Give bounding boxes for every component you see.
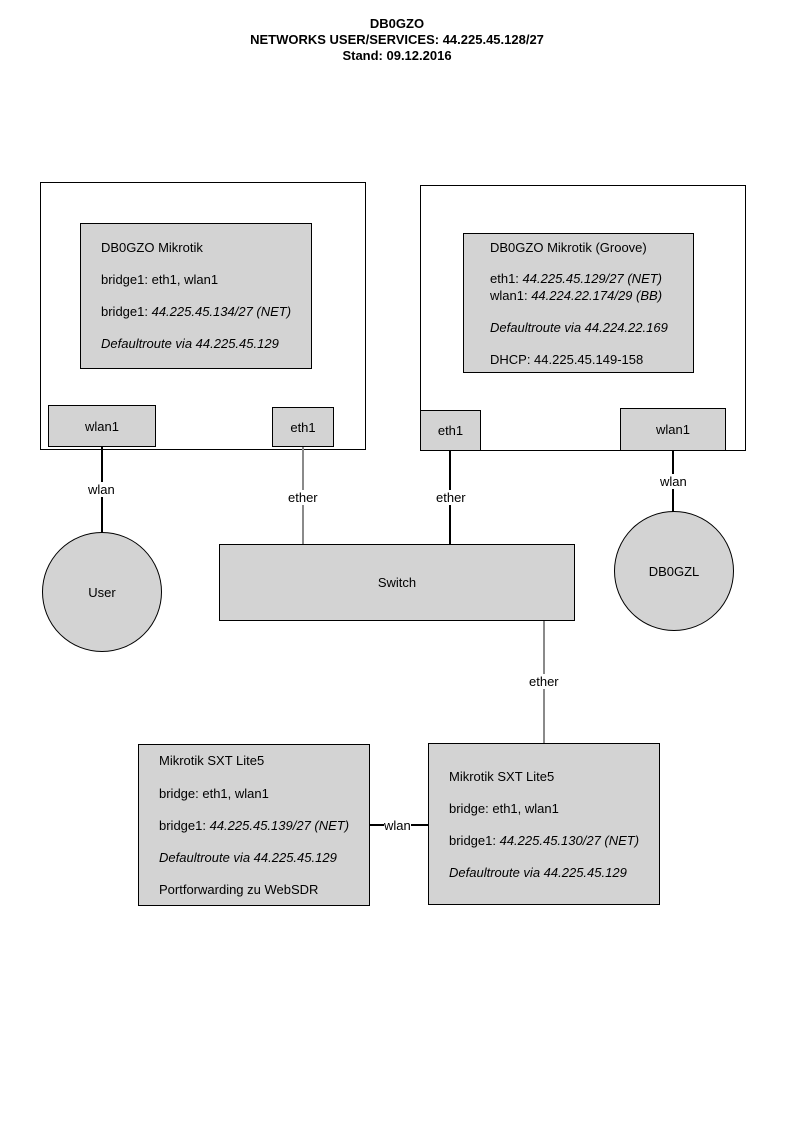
sxt-left-box: Mikrotik SXT Lite5 bridge: eth1, wlan1 b… [138, 744, 370, 906]
link-switch-sxt-label: ether [529, 674, 559, 689]
link-right-eth-label: ether [436, 490, 466, 505]
left-router-port-wlan1: wlan1 [48, 405, 156, 447]
right-router-wlan: wlan1: 44.224.22.174/29 (BB) [490, 288, 663, 303]
db0gzl-node: DB0GZL [614, 511, 734, 631]
left-router-port-eth1: eth1 [272, 407, 334, 447]
left-router-name: DB0GZO Mikrotik [101, 240, 203, 255]
diagram-title: DB0GZO [369, 16, 425, 31]
link-left-eth-label: ether [288, 490, 318, 505]
sxt-left-ip: bridge1: 44.225.45.139/27 (NET) [159, 818, 350, 833]
sxt-left-bridge: bridge: eth1, wlan1 [159, 786, 269, 801]
right-router-port-wlan1: wlan1 [620, 408, 726, 451]
right-router-eth: eth1: 44.225.45.129/27 (NET) [490, 271, 663, 286]
right-router-dhcp: DHCP: 44.225.45.149-158 [490, 352, 644, 367]
sxt-right-bridge: bridge: eth1, wlan1 [449, 801, 559, 816]
sxt-left-route: Defaultroute via 44.225.45.129 [159, 850, 337, 865]
diagram-date: Stand: 09.12.2016 [342, 48, 452, 63]
diagram-subtitle: NETWORKS USER/SERVICES: 44.225.45.128/27 [250, 32, 544, 47]
right-router-port-eth1: eth1 [420, 410, 481, 451]
sxt-right-name: Mikrotik SXT Lite5 [449, 769, 555, 784]
sxt-left-name: Mikrotik SXT Lite5 [159, 753, 265, 768]
link-sxt-wlan-label: wlan [384, 818, 411, 833]
left-router-route: Defaultroute via 44.225.45.129 [101, 336, 279, 351]
right-router-name: DB0GZO Mikrotik (Groove) [490, 240, 647, 255]
sxt-right-box: Mikrotik SXT Lite5 bridge: eth1, wlan1 b… [428, 743, 660, 905]
switch-node: Switch [219, 544, 575, 621]
left-router-config-box: DB0GZO Mikrotik bridge1: eth1, wlan1 bri… [80, 223, 312, 369]
right-router-route: Defaultroute via 44.224.22.169 [490, 320, 668, 335]
user-node: User [42, 532, 162, 652]
diagram-header: DB0GZO NETWORKS USER/SERVICES: 44.225.45… [0, 16, 794, 64]
left-router-bridge: bridge1: eth1, wlan1 [101, 272, 219, 287]
sxt-right-ip: bridge1: 44.225.45.130/27 (NET) [449, 833, 640, 848]
link-right-wlan-label: wlan [660, 474, 687, 489]
sxt-left-portfwd: Portforwarding zu WebSDR [159, 882, 319, 897]
right-router-config-box: DB0GZO Mikrotik (Groove) eth1: 44.225.45… [463, 233, 694, 373]
left-router-ip: bridge1: 44.225.45.134/27 (NET) [101, 304, 292, 319]
sxt-right-route: Defaultroute via 44.225.45.129 [449, 865, 627, 880]
link-left-wlan-label: wlan [88, 482, 115, 497]
